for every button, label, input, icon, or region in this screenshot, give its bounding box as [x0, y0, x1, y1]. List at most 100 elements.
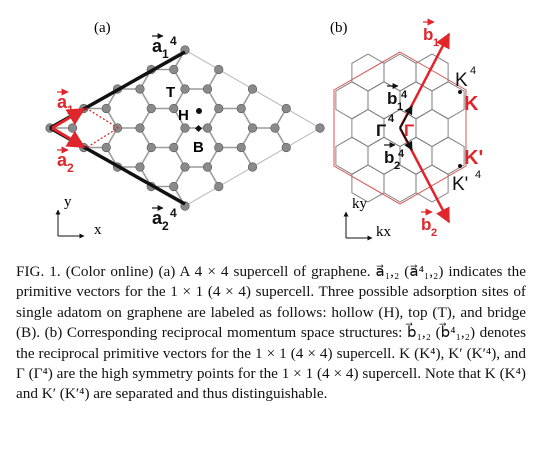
bz-cell [415, 108, 449, 148]
b2-4-sup: 4 [398, 148, 405, 160]
k-prime-point-dot [458, 164, 462, 168]
xy-axes: y x [55, 194, 102, 239]
a2-4-sup: 4 [170, 206, 177, 220]
a1-4-base: a [152, 36, 163, 56]
b1-sub: 1 [433, 37, 439, 49]
bz-cell [415, 164, 449, 203]
axis-x-label: x [94, 222, 102, 238]
carbon-atom [214, 103, 224, 114]
bz-cell [335, 81, 369, 120]
b1-4-vector-arrow [399, 105, 413, 129]
k-prime-label: K' [464, 147, 483, 169]
carbon-atom [180, 84, 190, 94]
bz-cell [399, 136, 433, 175]
label-a2-4: a 2 4 [152, 205, 177, 233]
gamma-label: Γ [404, 121, 414, 140]
b1-base: b [423, 25, 433, 44]
carbon-atom [202, 84, 213, 94]
a2-4-sub: 2 [162, 219, 169, 233]
a2-sub: 2 [67, 161, 74, 175]
carbon-atom [101, 103, 111, 114]
a1-vector-arrow [51, 107, 86, 130]
carbon-atom [180, 123, 190, 133]
carbon-atom [169, 181, 179, 192]
panel-b: (b) Γ 4 Γ b 1 b 1 4 b 2 4 [330, 18, 483, 241]
carbon-atom [146, 142, 156, 153]
panel-a-label: (a) [94, 20, 111, 36]
label-b2: b 2 [421, 208, 437, 239]
carbon-atom [135, 123, 145, 133]
carbon-atom [101, 142, 111, 153]
b2-4-vector-arrow [399, 127, 413, 151]
carbon-atom [214, 181, 224, 192]
brillouin-zone-4x4 [335, 53, 465, 203]
carbon-atom [315, 123, 325, 133]
a1-sub: 1 [67, 103, 74, 117]
label-a1-4: a 1 4 [152, 33, 177, 61]
b2-4-base: b [384, 148, 394, 167]
carbon-atom [135, 162, 145, 172]
site-hollow-dot [196, 108, 202, 114]
figure: (a) a 1 4 a 1 a 2 a [45, 18, 483, 241]
carbon-atom [236, 142, 246, 153]
carbon-atom [270, 123, 280, 133]
caption-fig-label: FIG. 1. [16, 263, 61, 280]
label-a2: a 2 [57, 146, 74, 175]
k-label: K [464, 93, 479, 115]
carbon-atom [169, 103, 179, 114]
carbon-atom [247, 123, 258, 133]
carbon-atom [236, 103, 246, 114]
b2-sub: 2 [431, 227, 437, 239]
label-a1: a 1 [57, 88, 74, 117]
carbon-atom [214, 142, 224, 153]
a2-4-base: a [152, 208, 163, 228]
k4-label: K [455, 70, 468, 91]
k-point-dot [458, 90, 462, 94]
b2-4-sub: 2 [394, 160, 400, 172]
caption-text: (Color online) (a) A 4 × 4 supercell of … [16, 263, 526, 403]
label-b2-4: b 2 4 [384, 142, 405, 172]
site-bridge-dot [194, 124, 203, 133]
figure-caption: FIG. 1. (Color online) (a) A 4 × 4 super… [16, 262, 526, 405]
axis-y-label: y [64, 194, 72, 210]
k-prime-4-sup: 4 [475, 169, 481, 181]
unit-cell-dotted [85, 107, 120, 149]
panel-b-label: (b) [330, 20, 348, 36]
b1-4-base: b [387, 89, 397, 108]
gamma-4-label: Γ [376, 121, 386, 140]
k4-sup: 4 [470, 65, 476, 77]
bz-cell [335, 136, 369, 175]
site-top-label: T [166, 84, 175, 101]
a1-4-sub: 1 [162, 47, 169, 61]
site-bridge-label: B [193, 139, 204, 156]
carbon-atom [202, 123, 213, 133]
carbon-atom [135, 84, 145, 94]
carbon-atom [169, 142, 179, 153]
carbon-atom [202, 162, 213, 172]
a2-base: a [57, 150, 68, 170]
bz-cell [351, 53, 385, 92]
k-prime-4-label: K' [452, 174, 468, 195]
graphene-lattice [45, 45, 325, 211]
brillouin-zone-1x1 [333, 51, 467, 205]
k-axes: ky kx [343, 196, 392, 241]
axis-kx-label: kx [376, 224, 392, 240]
a1-4-sup: 4 [170, 34, 177, 48]
carbon-atom [214, 64, 224, 75]
carbon-atom [281, 103, 291, 114]
label-b1-4: b 1 4 [387, 83, 408, 113]
carbon-atom [281, 142, 291, 153]
a2-vector-arrow [51, 126, 86, 149]
panel-a: (a) a 1 4 a 1 a 2 a [45, 20, 325, 239]
carbon-atom [247, 84, 258, 94]
carbon-atom [247, 162, 258, 172]
site-hollow-label: H [178, 107, 189, 124]
label-b1: b 1 [423, 18, 439, 49]
carbon-atom [180, 162, 190, 172]
carbon-atom [169, 64, 179, 75]
bz-cell [431, 136, 465, 175]
b1-4-sup: 4 [401, 89, 408, 101]
carbon-atom [67, 123, 78, 133]
gamma-4-sup: 4 [388, 113, 395, 125]
axis-ky-label: ky [352, 196, 368, 212]
